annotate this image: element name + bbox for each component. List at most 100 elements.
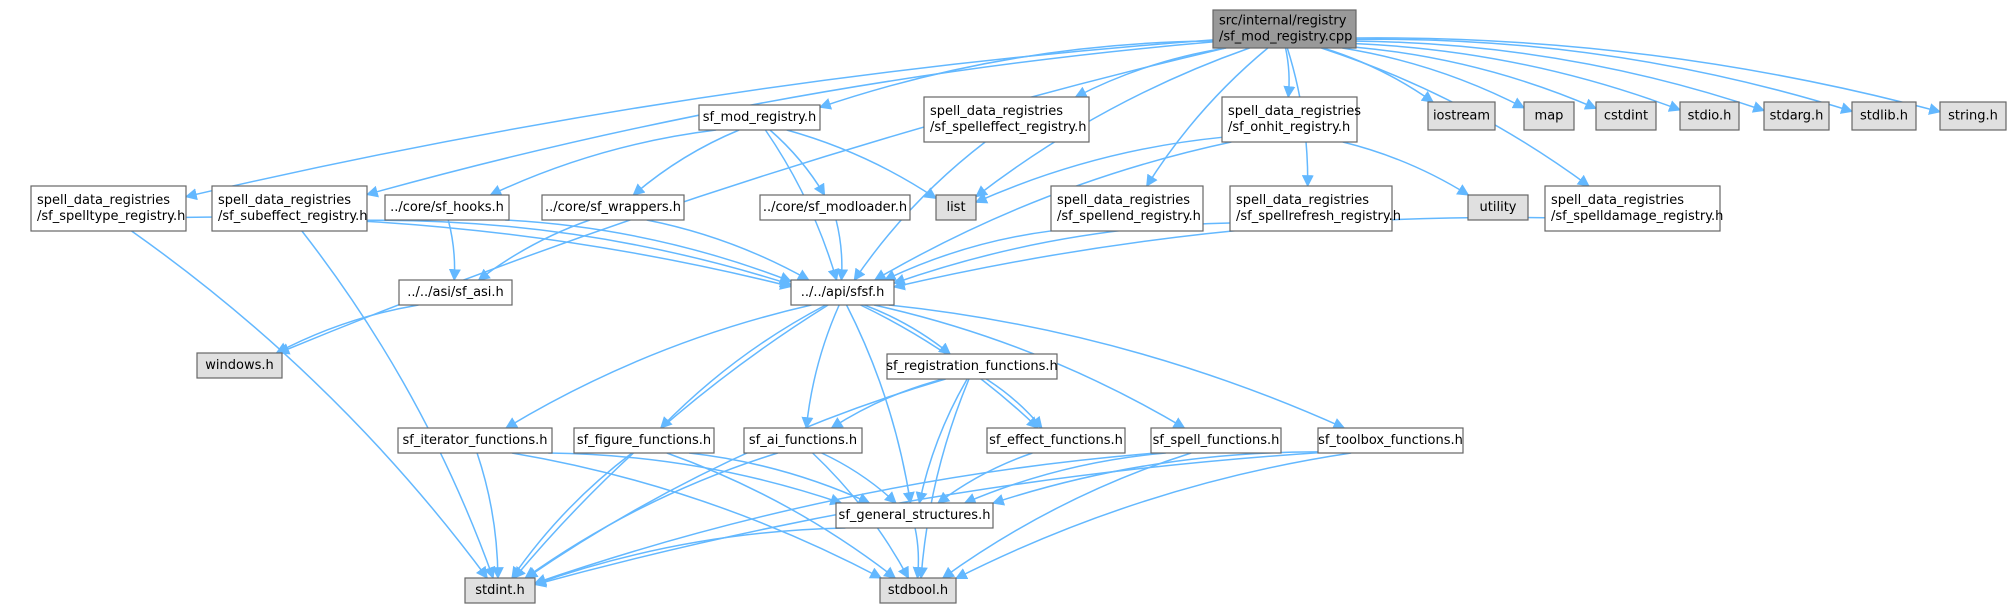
edge-asi-to-windows <box>275 304 419 354</box>
node-ai-box <box>743 427 863 454</box>
edge-spellf-to-stdint <box>533 452 1157 586</box>
node-regfuncs[interactable]: sf_registration_functions.h <box>886 353 1058 380</box>
node-string-label-0: string.h <box>1948 109 1998 124</box>
node-spellrefresh-label-0: spell_data_registries <box>1236 193 1369 208</box>
edge-sfsf-to-toolbox <box>888 304 1346 430</box>
node-subeffect[interactable]: spell_data_registries/sf_subeffect_regis… <box>211 185 368 232</box>
node-spelldamage-box <box>1544 185 1721 232</box>
edge-sfsf-to-iterator <box>505 304 812 429</box>
node-spelldamage[interactable]: spell_data_registries/sf_spelldamage_reg… <box>1544 185 1723 232</box>
node-iterator[interactable]: sf_iterator_functions.h <box>397 427 553 454</box>
node-stdio: stdio.h <box>1679 101 1740 131</box>
node-figure-box <box>573 427 715 454</box>
node-toolbox-box <box>1317 427 1464 454</box>
node-hooks-label-0: ../core/sf_hooks.h <box>390 200 504 215</box>
edge-root-to-onhit <box>1283 47 1296 99</box>
edge-root-to-stdarg <box>1355 40 1766 113</box>
node-spellf[interactable]: sf_spell_functions.h <box>1150 427 1282 454</box>
node-list: list <box>935 194 977 221</box>
node-windows-box <box>196 352 283 379</box>
node-windows-label-0: windows.h <box>205 358 273 373</box>
edge-sf_mod_registry_h-to-list <box>786 129 937 200</box>
node-spelltype[interactable]: spell_data_registries/sf_spelltype_regis… <box>30 185 187 232</box>
node-wrappers-label-0: ../core/sf_wrappers.h <box>545 200 681 215</box>
node-general-label-0: sf_general_structures.h <box>839 508 991 523</box>
node-asi[interactable]: ../../asi/sf_asi.h <box>398 279 513 306</box>
edge-general-to-stdbool <box>912 527 925 580</box>
node-root-label-1: /sf_mod_registry.cpp <box>1219 30 1352 45</box>
node-hooks[interactable]: ../core/sf_hooks.h <box>384 194 510 221</box>
node-windows: windows.h <box>196 352 283 379</box>
node-root-box <box>1212 9 1357 49</box>
node-map: map <box>1523 101 1575 131</box>
edge-regfuncs-to-ai <box>830 378 944 429</box>
node-wrappers-box <box>541 194 685 221</box>
edge-toolbox-to-general <box>991 451 1319 506</box>
edge-ai-to-stdint <box>524 452 778 579</box>
node-iostream: iostream <box>1427 101 1496 131</box>
edge-spelleffect-to-sfsf <box>853 141 986 281</box>
node-stdbool-label-0: stdbool.h <box>888 583 948 598</box>
node-regfuncs-box <box>886 353 1058 380</box>
edge-spellf-to-general <box>963 452 1166 505</box>
node-figure-label-0: sf_figure_functions.h <box>577 433 711 448</box>
node-spellend[interactable]: spell_data_registries/sf_spellend_regist… <box>1050 185 1204 232</box>
node-string: string.h <box>1939 101 2007 131</box>
node-effect[interactable]: sf_effect_functions.h <box>986 427 1126 454</box>
node-spelldamage-label-0: spell_data_registries <box>1551 193 1684 208</box>
node-effect-box <box>986 427 1126 454</box>
edge-root-to-stdio <box>1355 42 1682 112</box>
edge-root-to-map <box>1342 47 1526 109</box>
node-spelltype-box <box>30 185 187 232</box>
node-stdarg: stdarg.h <box>1763 101 1830 131</box>
edge-spelldamage-to-sfsf <box>892 216 1546 291</box>
edge-figure-to-stdint <box>511 452 633 579</box>
edge-hooks-to-sfsf <box>505 219 793 284</box>
node-toolbox[interactable]: sf_toolbox_functions.h <box>1317 427 1464 454</box>
edge-regfuncs-to-stdbool <box>915 378 970 580</box>
node-stdint: stdint.h <box>464 577 536 604</box>
node-wrappers[interactable]: ../core/sf_wrappers.h <box>541 194 685 221</box>
node-figure[interactable]: sf_figure_functions.h <box>573 427 715 454</box>
edge-sfsf-to-figure <box>659 304 827 429</box>
node-spellf-label-0: sf_spell_functions.h <box>1153 433 1280 448</box>
node-subeffect-label-1: /sf_subeffect_registry.h <box>218 209 368 224</box>
edge-onhit-to-list <box>974 136 1223 204</box>
node-general[interactable]: sf_general_structures.h <box>835 502 994 529</box>
node-ai[interactable]: sf_ai_functions.h <box>743 427 863 454</box>
node-toolbox-label-0: sf_toolbox_functions.h <box>1318 433 1463 448</box>
node-spellrefresh-box <box>1229 185 1393 232</box>
node-list-box <box>935 194 977 221</box>
node-cstdint: cstdint <box>1595 101 1657 131</box>
node-onhit-label-1: /sf_onhit_registry.h <box>1228 120 1350 135</box>
node-spellrefresh[interactable]: spell_data_registries/sf_spellrefresh_re… <box>1229 185 1401 232</box>
node-map-label-0: map <box>1535 109 1564 124</box>
edge-root-to-spellend <box>1146 47 1269 188</box>
node-modloader[interactable]: ../core/sf_modloader.h <box>759 194 911 221</box>
node-sf_mod_registry_h[interactable]: sf_mod_registry.h <box>698 104 821 131</box>
node-root[interactable]: src/internal/registry/sf_mod_registry.cp… <box>1212 9 1357 49</box>
node-stdio-box <box>1679 101 1740 131</box>
node-ai-label-0: sf_ai_functions.h <box>749 433 857 448</box>
edge-sf_mod_registry_h-to-wrappers <box>632 129 740 196</box>
node-hooks-box <box>384 194 510 221</box>
edge-regfuncs-to-stdint <box>525 378 946 579</box>
edge-root-to-list <box>975 47 1250 198</box>
node-asi-box <box>398 279 513 306</box>
node-stdlib: stdlib.h <box>1851 101 1917 131</box>
node-spellend-label-0: spell_data_registries <box>1057 193 1190 208</box>
node-spelleffect[interactable]: spell_data_registries/sf_spelleffect_reg… <box>923 96 1090 143</box>
edge-onhit-to-sfsf <box>873 141 1232 281</box>
nodes-layer: src/internal/registry/sf_mod_registry.cp… <box>30 9 2007 604</box>
node-asi-label-0: ../../asi/sf_asi.h <box>407 285 504 300</box>
node-sfsf[interactable]: ../../api/sfsf.h <box>790 279 895 306</box>
edge-iterator-to-stdbool <box>511 452 883 579</box>
edge-figure-to-general <box>688 452 871 504</box>
node-spelleffect-label-1: /sf_spelleffect_registry.h <box>930 120 1087 135</box>
node-onhit[interactable]: spell_data_registries/sf_onhit_registry.… <box>1221 96 1361 143</box>
node-modloader-box <box>759 194 911 221</box>
node-spelleffect-label-0: spell_data_registries <box>930 104 1063 119</box>
node-stdlib-box <box>1851 101 1917 131</box>
node-general-box <box>835 502 994 529</box>
